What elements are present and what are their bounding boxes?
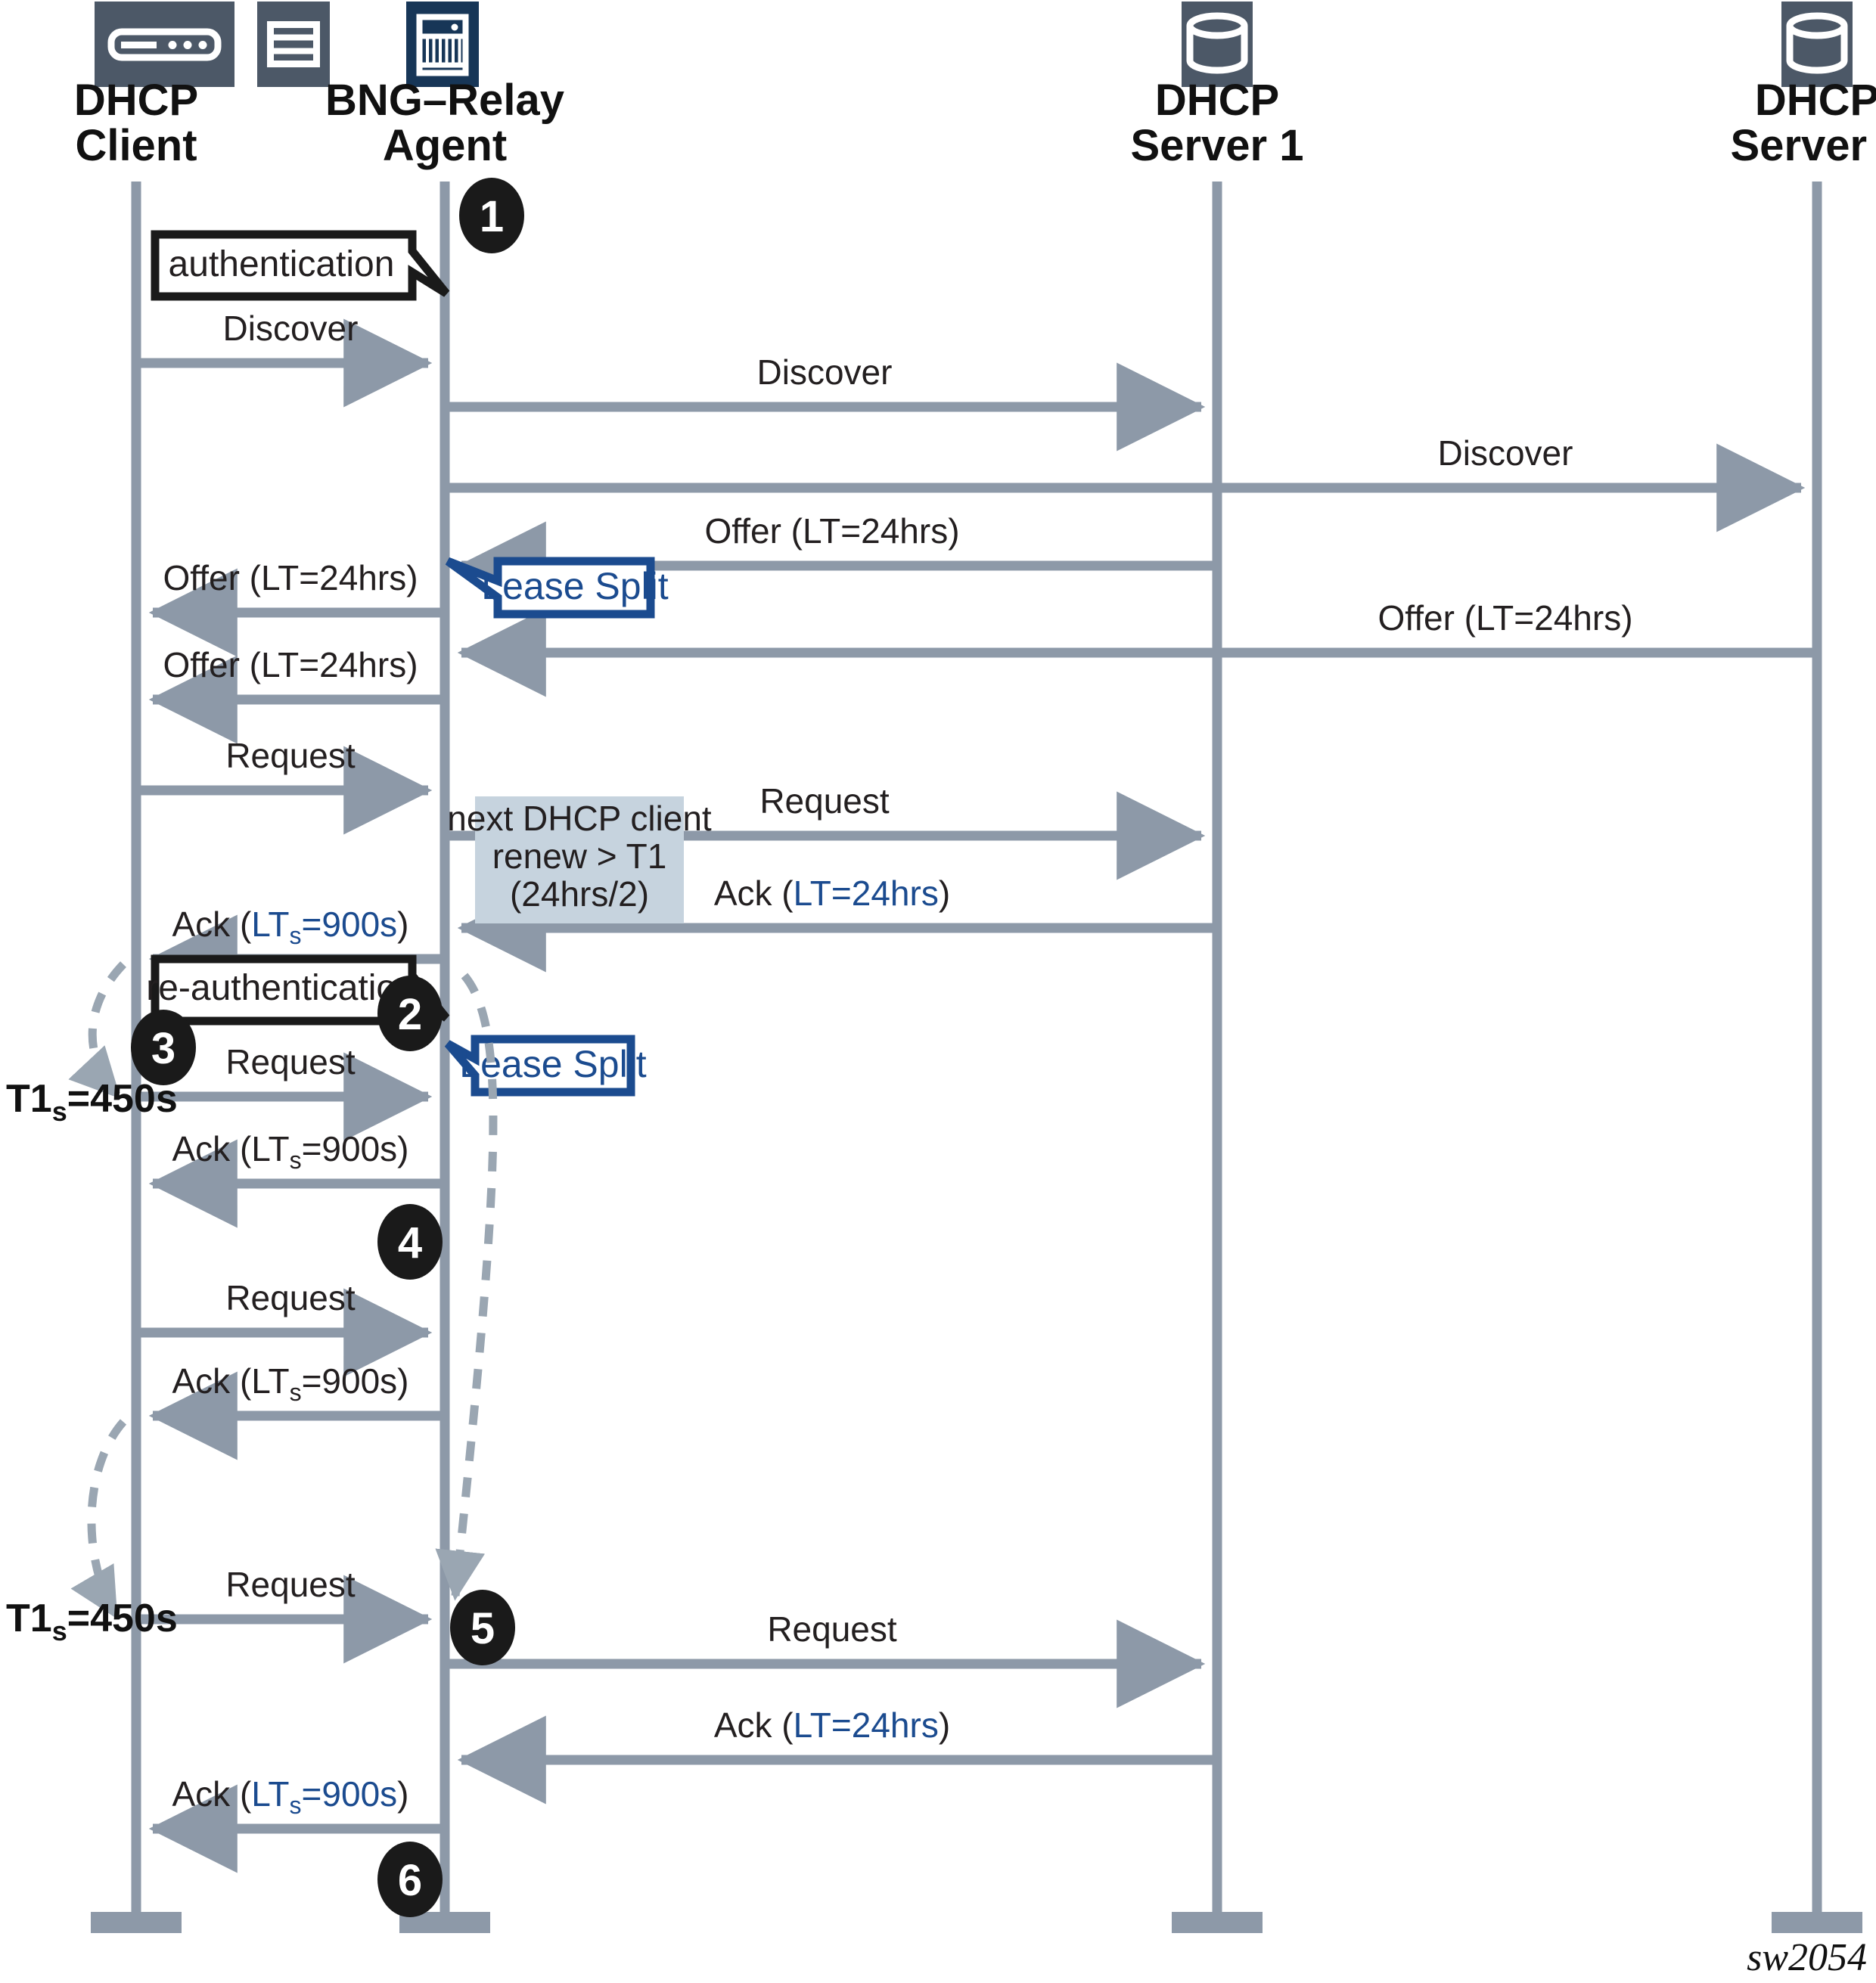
actor-label-bng-line2: Agent bbox=[383, 121, 507, 170]
chassis-icon bbox=[416, 14, 469, 76]
actor-label-server2-line1: DHCP bbox=[1755, 76, 1876, 125]
timer-curve-1 bbox=[68, 961, 126, 1099]
step-badge-1: 1 bbox=[459, 178, 524, 253]
step-badge-5-num: 5 bbox=[471, 1604, 495, 1653]
actor-label-server2-line2: Server 2 bbox=[1731, 121, 1876, 170]
renew-note-line-3: (24hrs/2) bbox=[510, 874, 649, 914]
message-label-m15: Ack (LTs=900s) bbox=[172, 1361, 409, 1406]
renew-note-line-2: renew > T1 bbox=[492, 836, 667, 876]
message-label-m7: Offer (LT=24hrs) bbox=[163, 645, 418, 684]
actor-header-switch bbox=[257, 2, 330, 87]
step-badge-3: 3 bbox=[131, 1010, 196, 1085]
step-badge-4: 4 bbox=[377, 1204, 443, 1280]
watermark-label: sw2054 bbox=[1747, 1936, 1867, 1979]
message-label-m1: Discover bbox=[223, 309, 359, 348]
renew-note: next DHCP client renew > T1 (24hrs/2) bbox=[447, 796, 712, 923]
step-badge-2: 2 bbox=[377, 976, 443, 1051]
actor-header-server1 bbox=[1182, 2, 1253, 87]
lifeline-feet bbox=[91, 1912, 1862, 1933]
actor-label-client-line2: Client bbox=[75, 121, 197, 170]
message-label-m19: Ack (LTs=900s) bbox=[172, 1774, 408, 1819]
callout-reauthentication-label: re-authentication bbox=[146, 968, 417, 1008]
message-label-m11: Ack (LTs=900s) bbox=[172, 905, 408, 949]
step-badge-2-num: 2 bbox=[398, 990, 422, 1039]
timer-label-1: T1s=450s bbox=[6, 1077, 178, 1127]
router-icon bbox=[107, 28, 222, 61]
message-label-m3: Discover bbox=[1438, 433, 1573, 473]
message-label-m17: Request bbox=[767, 1609, 897, 1649]
actor-label-server1-line2: Server 1 bbox=[1131, 121, 1304, 170]
step-badge-5: 5 bbox=[450, 1590, 515, 1665]
timer-label-2: T1s=450s bbox=[6, 1597, 178, 1646]
timer-curves bbox=[68, 961, 498, 1619]
callout-authentication: authentication bbox=[151, 230, 450, 301]
message-label-m18: Ack (LT=24hrs) bbox=[714, 1705, 950, 1745]
callout-authentication-label: authentication bbox=[169, 244, 395, 284]
callout-reauthentication: re-authentication bbox=[146, 954, 450, 1026]
actor-header-bng bbox=[406, 2, 479, 87]
database-icon bbox=[1786, 12, 1848, 74]
lease-split-callout-2: Lease Split bbox=[444, 1035, 647, 1097]
step-badge-3-num: 3 bbox=[151, 1024, 175, 1073]
message-label-m16: Request bbox=[225, 1565, 356, 1604]
message-label-m5: Offer (LT=24hrs) bbox=[163, 558, 418, 597]
actor-header-server2 bbox=[1781, 2, 1853, 87]
renew-note-line-1: next DHCP client bbox=[447, 799, 712, 838]
lease-split-callout-1: Lease Split bbox=[445, 557, 669, 619]
step-badges: 1 2 3 4 5 6 bbox=[131, 178, 524, 1917]
message-label-m8: Request bbox=[225, 736, 356, 775]
rack-switch-icon bbox=[267, 21, 320, 67]
step-badge-4-num: 4 bbox=[398, 1218, 422, 1268]
message-label-m9: Request bbox=[759, 781, 890, 821]
actor-label-bng-line1: BNG–Relay bbox=[325, 76, 564, 125]
actor-label-server1-line1: DHCP bbox=[1155, 76, 1279, 125]
message-label-m10: Ack (LT=24hrs) bbox=[714, 874, 950, 913]
actor-header-client bbox=[95, 2, 234, 87]
message-label-m12: Request bbox=[225, 1042, 356, 1081]
actor-label-client-line1: DHCP bbox=[74, 76, 198, 125]
database-icon bbox=[1186, 12, 1248, 74]
step-badge-1-num: 1 bbox=[480, 192, 504, 241]
message-label-m13: Ack (LTs=900s) bbox=[172, 1129, 409, 1174]
step-badge-6-num: 6 bbox=[398, 1856, 422, 1905]
lease-split-label-1: Lease Split bbox=[481, 565, 668, 607]
message-label-m4: Offer (LT=24hrs) bbox=[704, 511, 959, 551]
message-label-m14: Request bbox=[225, 1278, 356, 1317]
step-badge-6: 6 bbox=[377, 1842, 443, 1917]
message-label-m2: Discover bbox=[757, 352, 893, 392]
message-label-m6: Offer (LT=24hrs) bbox=[1377, 598, 1632, 638]
